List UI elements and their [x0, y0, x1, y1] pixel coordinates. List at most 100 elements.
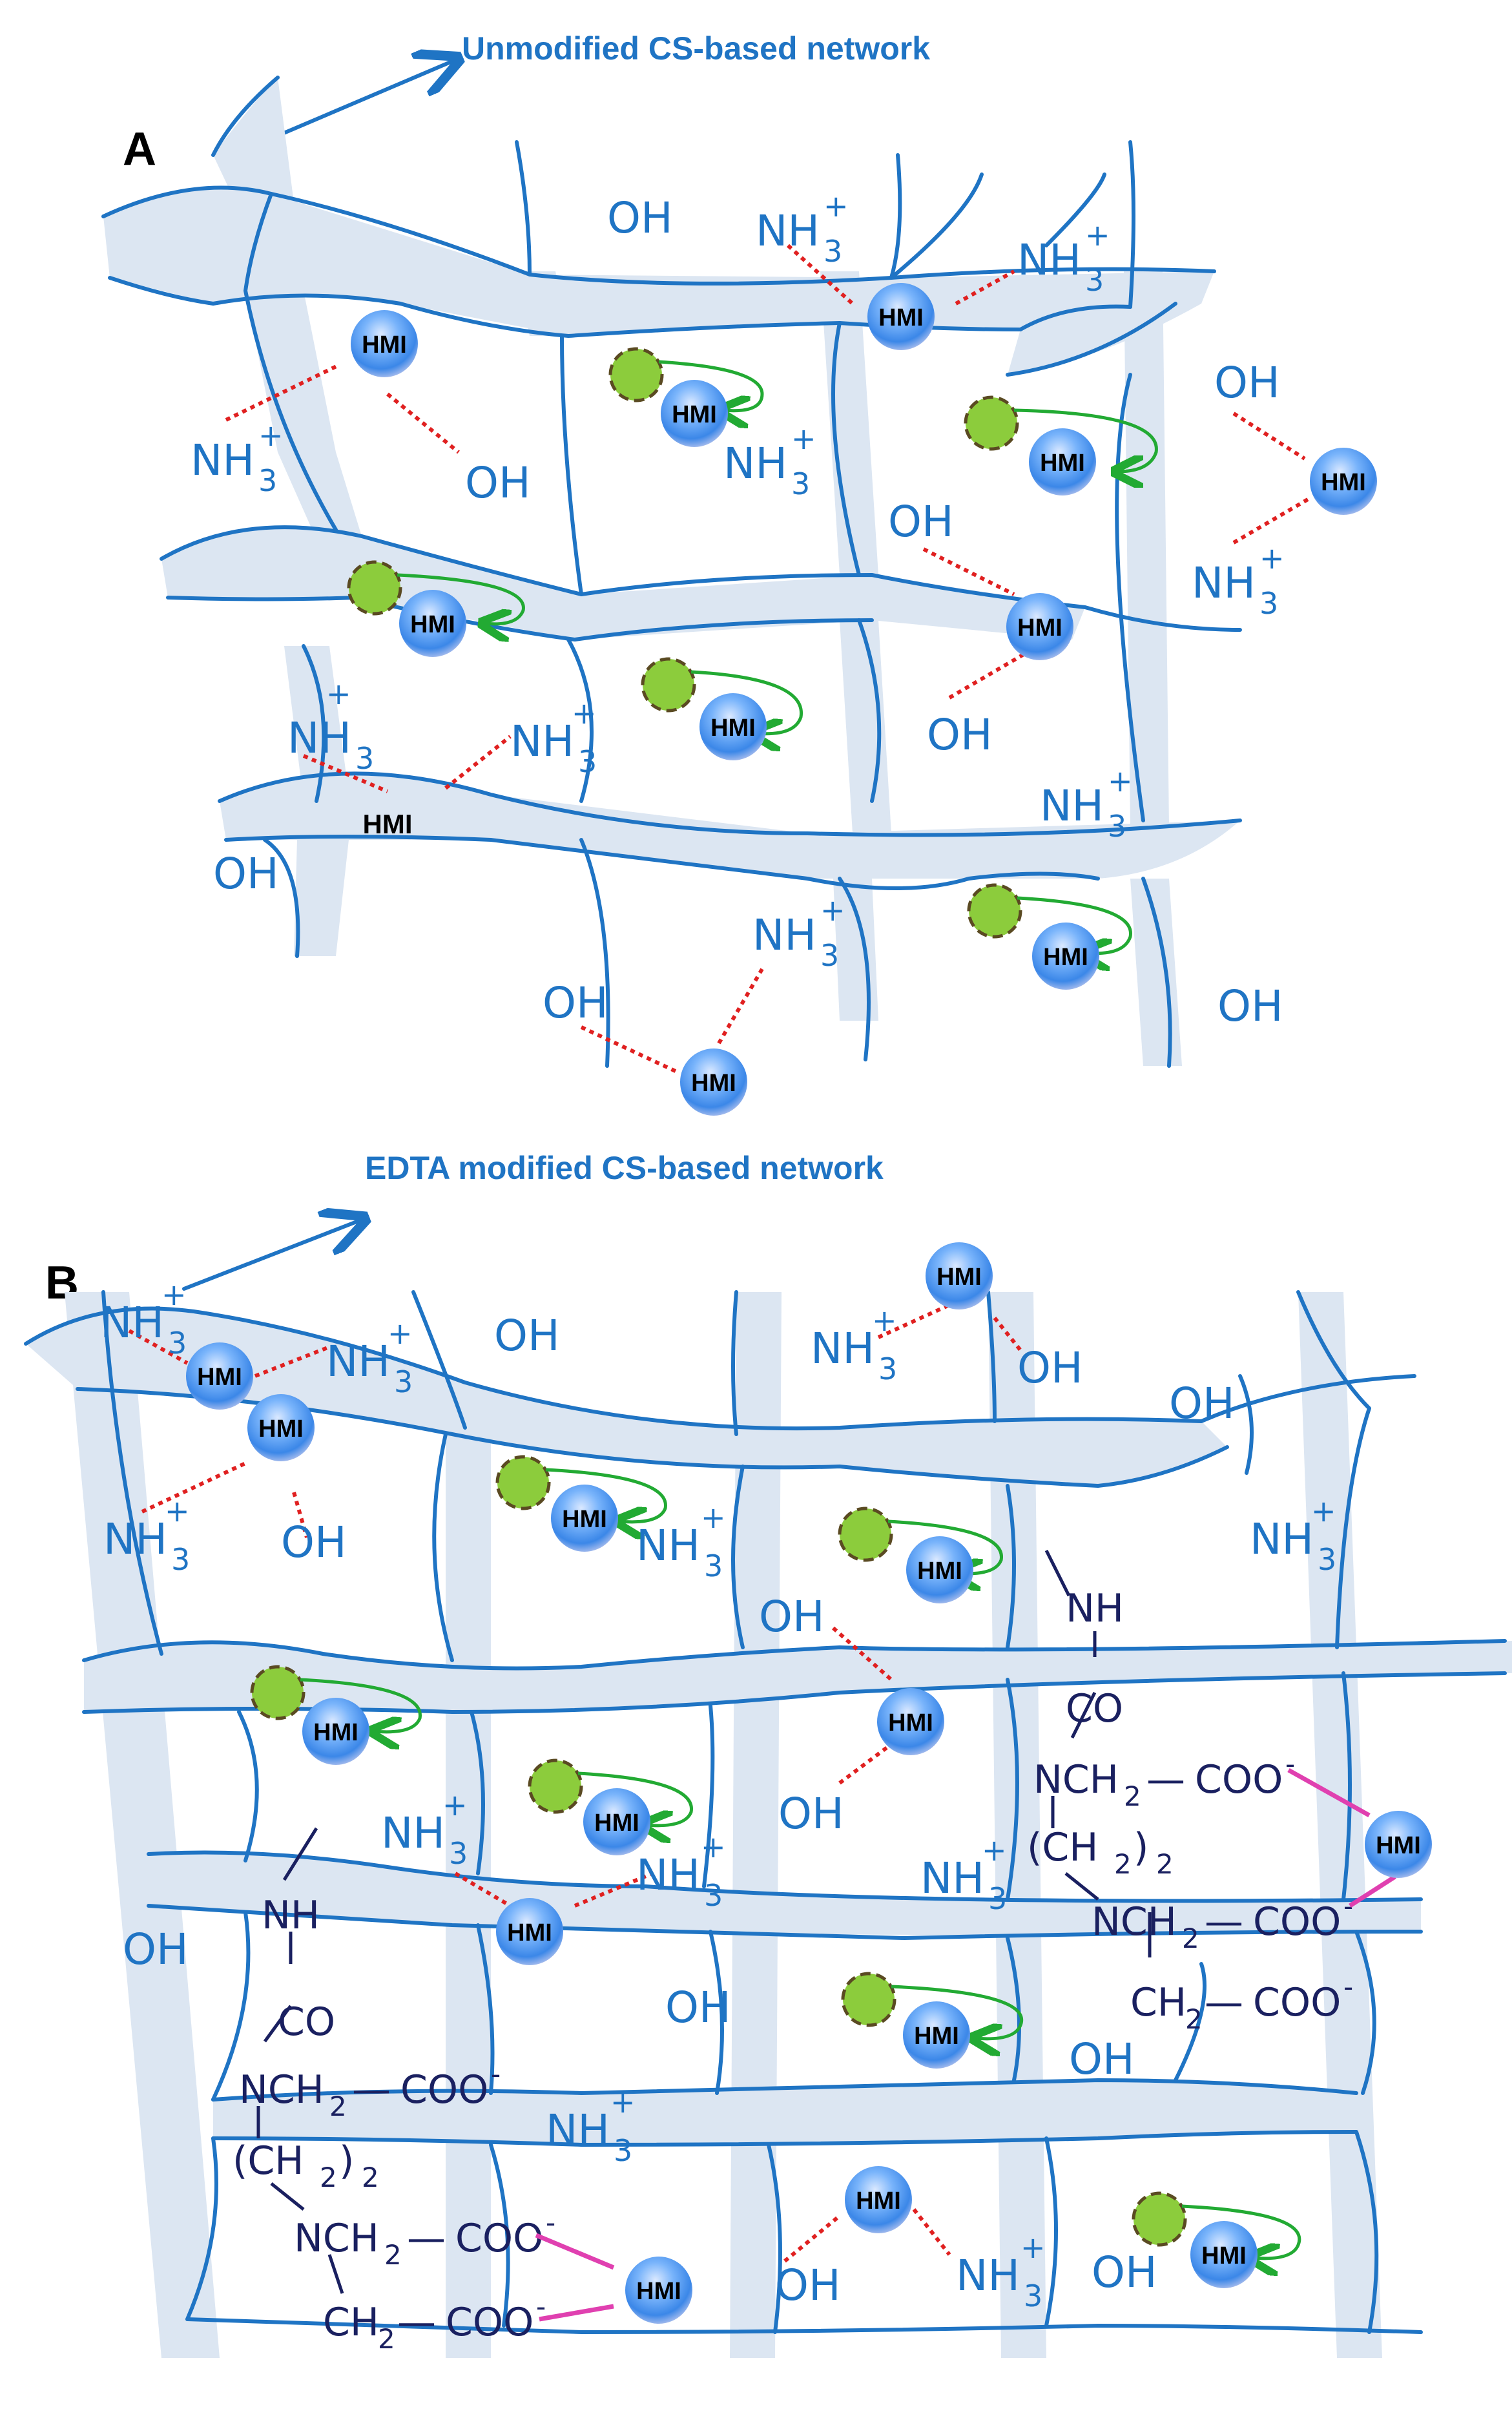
svg-text:3: 3 — [878, 1351, 897, 1386]
svg-text:3: 3 — [1108, 809, 1126, 844]
svg-text:COO: COO — [1253, 1980, 1341, 2025]
svg-text:+: + — [388, 1316, 413, 1351]
svg-text:3: 3 — [355, 741, 374, 776]
svg-text:HMI: HMI — [1017, 614, 1062, 642]
svg-text:OH: OH — [778, 1789, 844, 1839]
hydroxyl-group: OH — [543, 978, 608, 1028]
svg-text:NH: NH — [381, 1808, 445, 1858]
svg-text:+: + — [1108, 764, 1133, 798]
svg-text:NH: NH — [920, 1853, 984, 1903]
svg-text:COO: COO — [1253, 1899, 1341, 1945]
svg-text:NH: NH — [103, 1514, 167, 1564]
svg-text:+: + — [326, 676, 351, 711]
svg-text:OH: OH — [927, 710, 993, 760]
hmi-spheres-a: HMI HMI HMI HMI HMI HMI HMI HMI HMI HMI … — [351, 283, 1377, 1116]
svg-text:2: 2 — [384, 2239, 402, 2271]
svg-text:2: 2 — [329, 2091, 347, 2122]
hydroxyl-group: OH — [1217, 981, 1283, 1031]
svg-text:NH: NH — [1250, 1514, 1314, 1564]
svg-text:OH: OH — [543, 978, 608, 1028]
svg-text:NH: NH — [287, 713, 351, 763]
free-ion-a3 — [347, 560, 525, 624]
svg-text:+: + — [610, 2085, 636, 2120]
free-ion-a2 — [964, 395, 1158, 472]
hmi-icon: HMI — [1032, 923, 1099, 990]
svg-text:3: 3 — [258, 463, 277, 498]
svg-text:3: 3 — [1259, 586, 1278, 621]
svg-text:COO: COO — [446, 2300, 533, 2345]
hmi-label-plain: HMI — [363, 809, 413, 839]
hmi-icon: HMI — [903, 2001, 970, 2069]
svg-text:): ) — [1134, 1825, 1148, 1870]
svg-text:3: 3 — [704, 1878, 723, 1913]
svg-text:OH: OH — [607, 193, 673, 243]
hmi-icon: HMI — [661, 380, 728, 447]
svg-text:OH: OH — [1217, 981, 1283, 1031]
free-ion-b5 — [841, 1972, 1024, 2039]
svg-text:-: - — [536, 2291, 546, 2322]
hydroxyl-group: OH — [888, 497, 954, 547]
svg-text:2: 2 — [1124, 1780, 1141, 1812]
svg-text:3: 3 — [823, 234, 842, 269]
svg-text:-: - — [546, 2207, 555, 2238]
svg-text:NCH: NCH — [1033, 1757, 1119, 1802]
hmi-spheres-b: HMI HMI HMI HMI HMI HMI HMI HMI HMI HMI … — [186, 1242, 1432, 2324]
hydrogen-bonds-a — [225, 244, 1312, 1074]
svg-text:HMI: HMI — [1376, 1832, 1421, 1859]
svg-text:+: + — [161, 1277, 187, 1312]
hmi-icon: HMI — [625, 2257, 692, 2324]
svg-text:NH: NH — [752, 910, 816, 960]
svg-text:HMI: HMI — [1201, 2242, 1247, 2269]
svg-text:NH: NH — [326, 1337, 390, 1386]
svg-text:NCH: NCH — [239, 2067, 324, 2112]
free-ion-b3 — [250, 1665, 422, 1732]
svg-text:+: + — [1020, 2230, 1046, 2265]
svg-text:NCH: NCH — [294, 2216, 379, 2261]
title-arrow-a — [276, 61, 452, 138]
svg-text:HMI: HMI — [258, 1415, 304, 1443]
svg-text:+: + — [701, 1830, 726, 1864]
svg-text:HMI: HMI — [1040, 450, 1085, 477]
svg-text:COO: COO — [1195, 1757, 1283, 1802]
svg-text:2: 2 — [1182, 1923, 1199, 1954]
svg-text:3: 3 — [1318, 1542, 1336, 1577]
panel-a-title: Unmodified CS-based network — [462, 30, 930, 67]
svg-text:3: 3 — [171, 1542, 190, 1577]
hydroxyl-group: OH — [281, 1518, 347, 1567]
hmi-icon: HMI — [877, 1688, 944, 1755]
hmi-icon: HMI — [867, 283, 935, 350]
svg-text:-: - — [1343, 1971, 1353, 2003]
svg-text:HMI: HMI — [856, 2187, 901, 2215]
svg-text:HMI: HMI — [636, 2278, 681, 2305]
svg-text:): ) — [339, 2138, 354, 2184]
svg-text:2: 2 — [1185, 2003, 1203, 2035]
svg-text:COO: COO — [455, 2216, 543, 2261]
svg-text:+: + — [1259, 541, 1285, 576]
svg-text:2: 2 — [1114, 1848, 1132, 1880]
svg-text:NH: NH — [636, 1521, 700, 1570]
hmi-icon: HMI — [1006, 593, 1073, 660]
svg-text:HMI: HMI — [507, 1919, 552, 1946]
hydroxyl-group: OH — [494, 1311, 560, 1361]
svg-text:3: 3 — [578, 744, 597, 779]
svg-text:+: + — [791, 421, 816, 456]
svg-text:NH: NH — [1017, 235, 1081, 285]
hmi-icon: HMI — [1029, 428, 1096, 495]
svg-text:OH: OH — [1169, 1379, 1235, 1428]
hydroxyl-group: OH — [1214, 358, 1280, 408]
hydroxyl-group: OH — [1169, 1379, 1235, 1428]
hmi-icon: HMI — [906, 1536, 973, 1603]
svg-text:2: 2 — [362, 2162, 379, 2193]
